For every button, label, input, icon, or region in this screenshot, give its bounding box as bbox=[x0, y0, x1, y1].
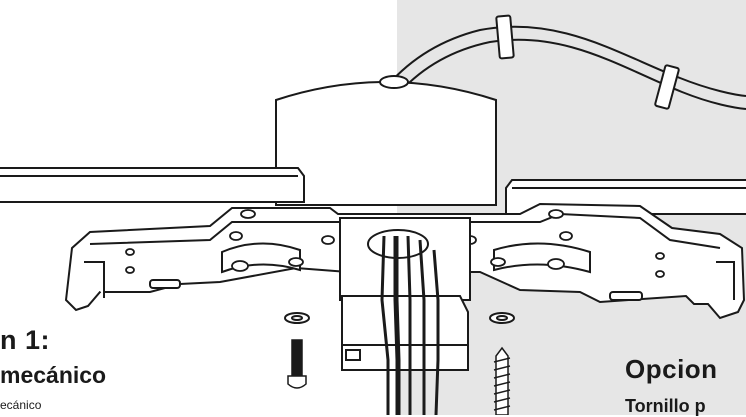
cable-clip-1 bbox=[495, 14, 515, 60]
option-1-subheading: mecánico bbox=[0, 362, 107, 388]
option-1-caption: ecánico bbox=[0, 398, 42, 412]
center-plate bbox=[339, 217, 471, 301]
machine-screw-icon bbox=[287, 339, 307, 389]
option-1-heading: n 1: bbox=[0, 325, 51, 355]
wood-screw-icon bbox=[493, 346, 511, 415]
wire-cable bbox=[387, 25, 746, 110]
wire-bundle bbox=[380, 235, 440, 415]
bracket-holes bbox=[125, 209, 665, 278]
washer-icon-2 bbox=[489, 312, 515, 324]
washer-icon bbox=[284, 312, 310, 324]
cable-clip-2 bbox=[654, 64, 680, 110]
option-2-heading: Opcion bbox=[625, 354, 718, 384]
junction-housing bbox=[341, 295, 469, 371]
outlet-box bbox=[275, 75, 497, 206]
option-2-subheading: Tornillo p bbox=[625, 396, 706, 416]
ceiling-panel-left bbox=[0, 167, 305, 203]
